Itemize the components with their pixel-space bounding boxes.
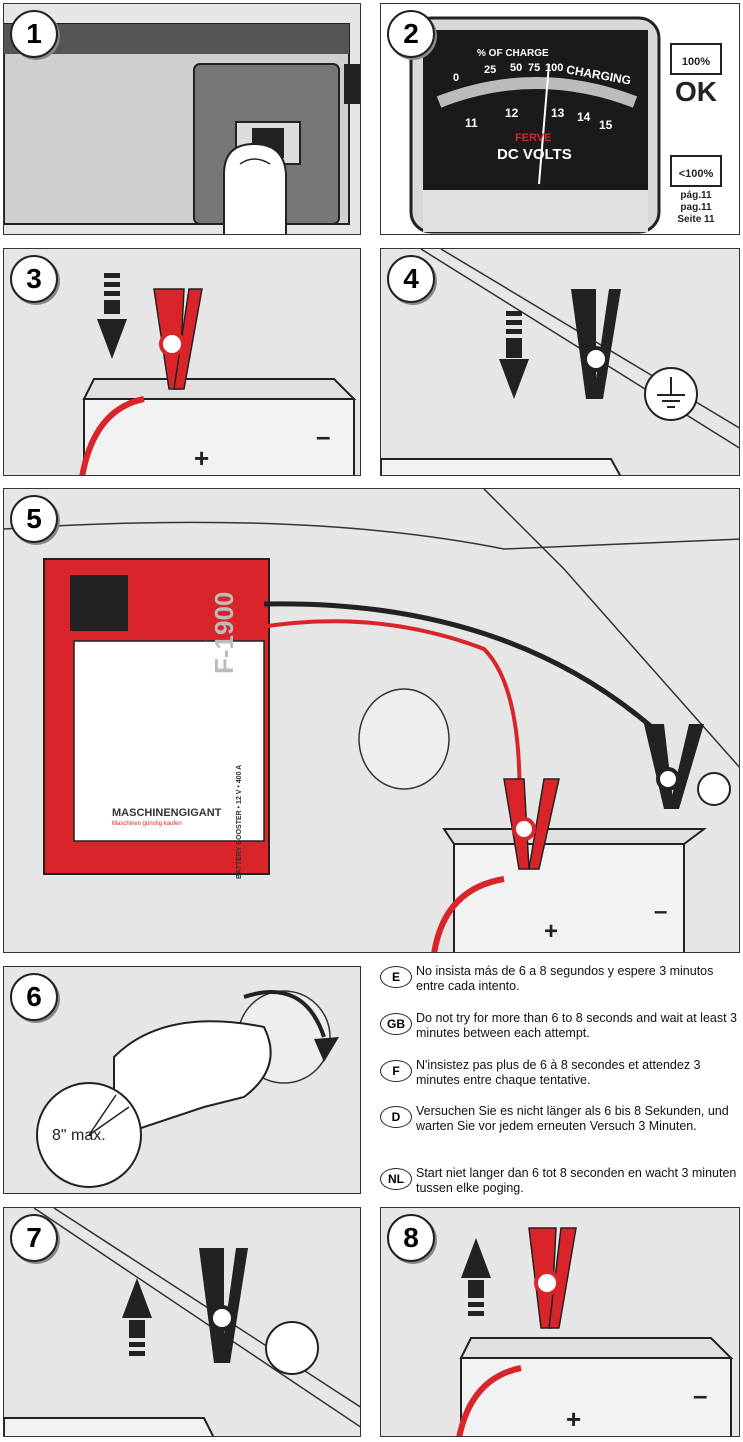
charge-gauge: [409, 16, 722, 234]
step-number: 1: [10, 10, 58, 58]
ground-symbol-icon: [697, 772, 731, 806]
gauge-percent-25: 25: [484, 64, 497, 76]
black-clamp-to-ground-illustration: [381, 249, 739, 475]
battery-ok-label: OK: [675, 76, 717, 107]
red-clamp-to-positive-illustration: + –: [79, 273, 357, 475]
ignition-key-illustration: [36, 990, 339, 1188]
svg-text:–: –: [316, 421, 330, 451]
step-number: 5: [10, 495, 58, 543]
step-3-panel: + – 3: [3, 248, 361, 476]
lang-code: F: [380, 1060, 412, 1082]
svg-text:–: –: [693, 1380, 707, 1410]
up-arrow-icon: [122, 1278, 152, 1318]
step-number: 2: [387, 10, 435, 58]
step-number: 6: [10, 973, 58, 1021]
step-number: 4: [387, 255, 435, 303]
battery-low-badge: <100%: [678, 168, 714, 180]
step-number: 7: [10, 1214, 58, 1262]
gauge-unit-label: DC VOLTS: [497, 146, 572, 163]
booster-tagline: Maschinen günstig kaufen: [112, 821, 182, 827]
gauge-volt-13: 13: [551, 106, 565, 120]
instruction-text: Versuchen Sie es nicht länger als 6 bis …: [416, 1104, 729, 1133]
step-number: 3: [10, 255, 58, 303]
gauge-percent-75: 75: [528, 62, 541, 74]
battery-full-icon: [670, 43, 722, 75]
instruction-text: Start niet langer dan 6 tot 8 seconden e…: [416, 1166, 737, 1195]
step-4-panel: 4: [380, 248, 740, 476]
step-5-panel: + – F-1900 BATTERY BOOSTER • 12 V • 400 …: [3, 488, 740, 953]
instruction-text: No insista más de 6 a 8 segundos y esper…: [416, 964, 714, 993]
gauge-percent-0: 0: [453, 72, 460, 84]
page-ref-de: Seite 11: [677, 214, 715, 225]
lang-code: NL: [380, 1168, 412, 1190]
svg-text:+: +: [544, 918, 558, 945]
gauge-volt-11: 11: [465, 116, 478, 130]
step-7-panel: 7: [3, 1207, 361, 1437]
instruction-text: N'insistez pas plus de 6 à 8 secondes et…: [416, 1058, 701, 1087]
svg-text:+: +: [194, 443, 209, 473]
booster-subtitle: BATTERY BOOSTER • 12 V • 400 A: [236, 764, 243, 879]
page-ref-es: pág.11: [680, 190, 712, 201]
gauge-percent-title: % OF CHARGE: [477, 48, 549, 59]
gauge-volt-12: 12: [505, 106, 519, 120]
step-2-panel: % OF CHARGE 0 25 50 75 100 CHARGING 11 1…: [380, 3, 740, 235]
remove-black-clamp-illustration: [4, 1208, 360, 1436]
booster-model: F-1900: [209, 591, 239, 674]
gauge-volt-15: 15: [599, 118, 613, 132]
down-arrow-icon: [499, 359, 529, 399]
battery-low-icon: [670, 155, 722, 187]
gauge-brand: FERVE: [515, 132, 552, 144]
gauge-volt-14: 14: [577, 110, 591, 124]
page-ref-it: pag.11: [680, 202, 712, 213]
gauge-percent-100: 100: [545, 62, 564, 74]
step-number: 8: [387, 1214, 435, 1262]
step-8-panel: + – 8: [380, 1207, 740, 1437]
booster-brand: MASCHINENGIGANT: [112, 807, 222, 819]
lang-code: E: [380, 966, 412, 988]
up-arrow-icon: [461, 1238, 491, 1278]
power-switch-illustration: [4, 23, 360, 234]
lang-code: D: [380, 1106, 412, 1128]
gauge-percent-50: 50: [510, 62, 523, 74]
ground-symbol-icon: [265, 1321, 319, 1375]
battery-full-badge: 100%: [681, 56, 711, 68]
timer-label: 8" max.: [52, 1127, 106, 1144]
svg-text:–: –: [654, 898, 667, 925]
booster-connection-illustration: + –: [4, 489, 739, 952]
lang-code: GB: [380, 1013, 412, 1035]
down-arrow-icon: [97, 319, 127, 359]
svg-text:+: +: [566, 1404, 581, 1434]
remove-red-clamp-illustration: + –: [456, 1227, 734, 1436]
instruction-text: Do not try for more than 6 to 8 seconds …: [416, 1011, 738, 1040]
step-1-panel: 1: [3, 3, 361, 235]
step-6-panel: 8" max. 6: [3, 966, 361, 1194]
